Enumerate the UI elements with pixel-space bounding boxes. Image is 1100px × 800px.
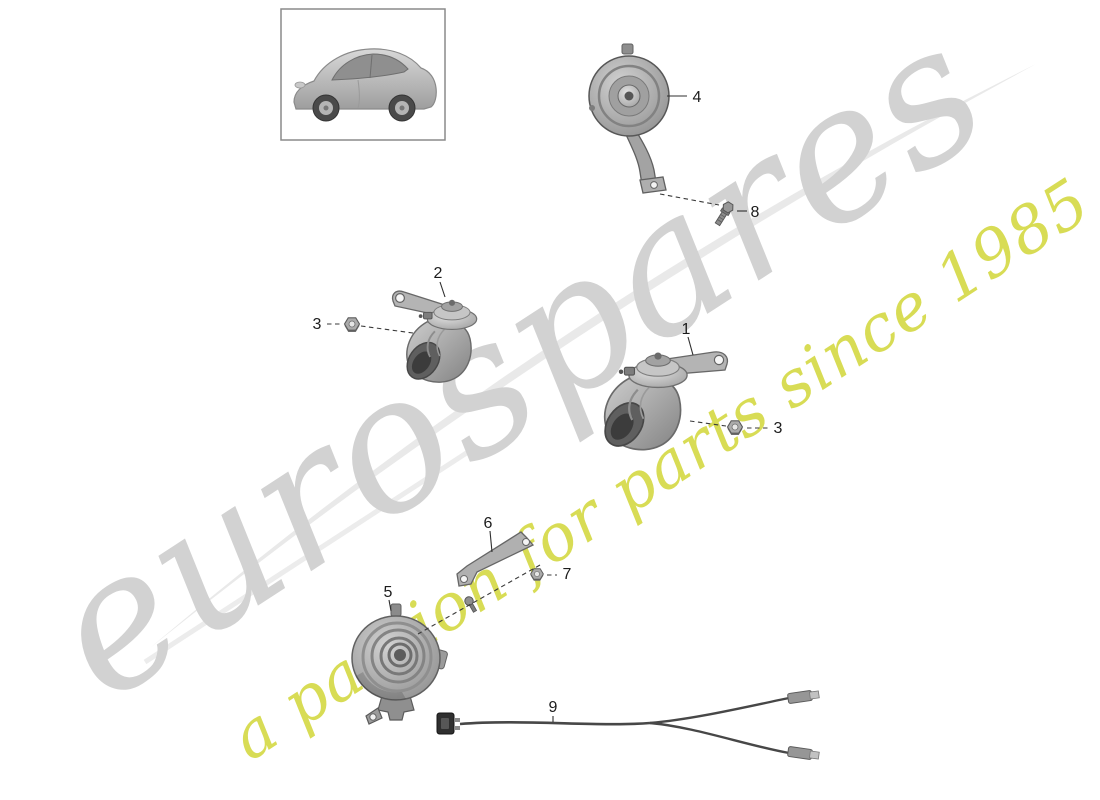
mounting-bolt — [464, 596, 478, 613]
callout-2[interactable]: 2 — [434, 265, 443, 282]
spiral-horn-5 — [351, 603, 448, 725]
harness-terminal-upper — [787, 690, 820, 704]
callout-7[interactable]: 7 — [563, 566, 572, 583]
hex-nut-3-left — [343, 317, 361, 333]
callouts: 4 8 2 3 1 3 6 7 5 9 — [313, 89, 783, 716]
disc-horn-4 — [588, 43, 670, 194]
screw-8 — [714, 201, 734, 227]
car-side-view-icon — [293, 48, 437, 122]
callout-5[interactable]: 5 — [384, 584, 393, 601]
callout-4[interactable]: 4 — [693, 89, 702, 106]
callout-9[interactable]: 9 — [549, 699, 558, 716]
callout-3-right[interactable]: 3 — [774, 420, 783, 437]
fanfare-horn-2 — [391, 290, 478, 387]
fanfare-horn-1 — [596, 351, 729, 455]
callout-1[interactable]: 1 — [682, 321, 691, 338]
callout-8[interactable]: 8 — [751, 204, 760, 221]
car-thumbnail-box — [280, 8, 446, 141]
wiring-harness-9 — [436, 690, 820, 760]
callout-6[interactable]: 6 — [484, 515, 493, 532]
watermark-swoosh-tail — [143, 449, 470, 665]
harness-terminal-lower — [787, 746, 820, 760]
leader-lines — [327, 95, 768, 722]
bracket-6 — [456, 531, 535, 587]
watermark: eurospares a passion for parts since 198… — [11, 0, 1100, 775]
callout-3-left[interactable]: 3 — [313, 316, 322, 333]
